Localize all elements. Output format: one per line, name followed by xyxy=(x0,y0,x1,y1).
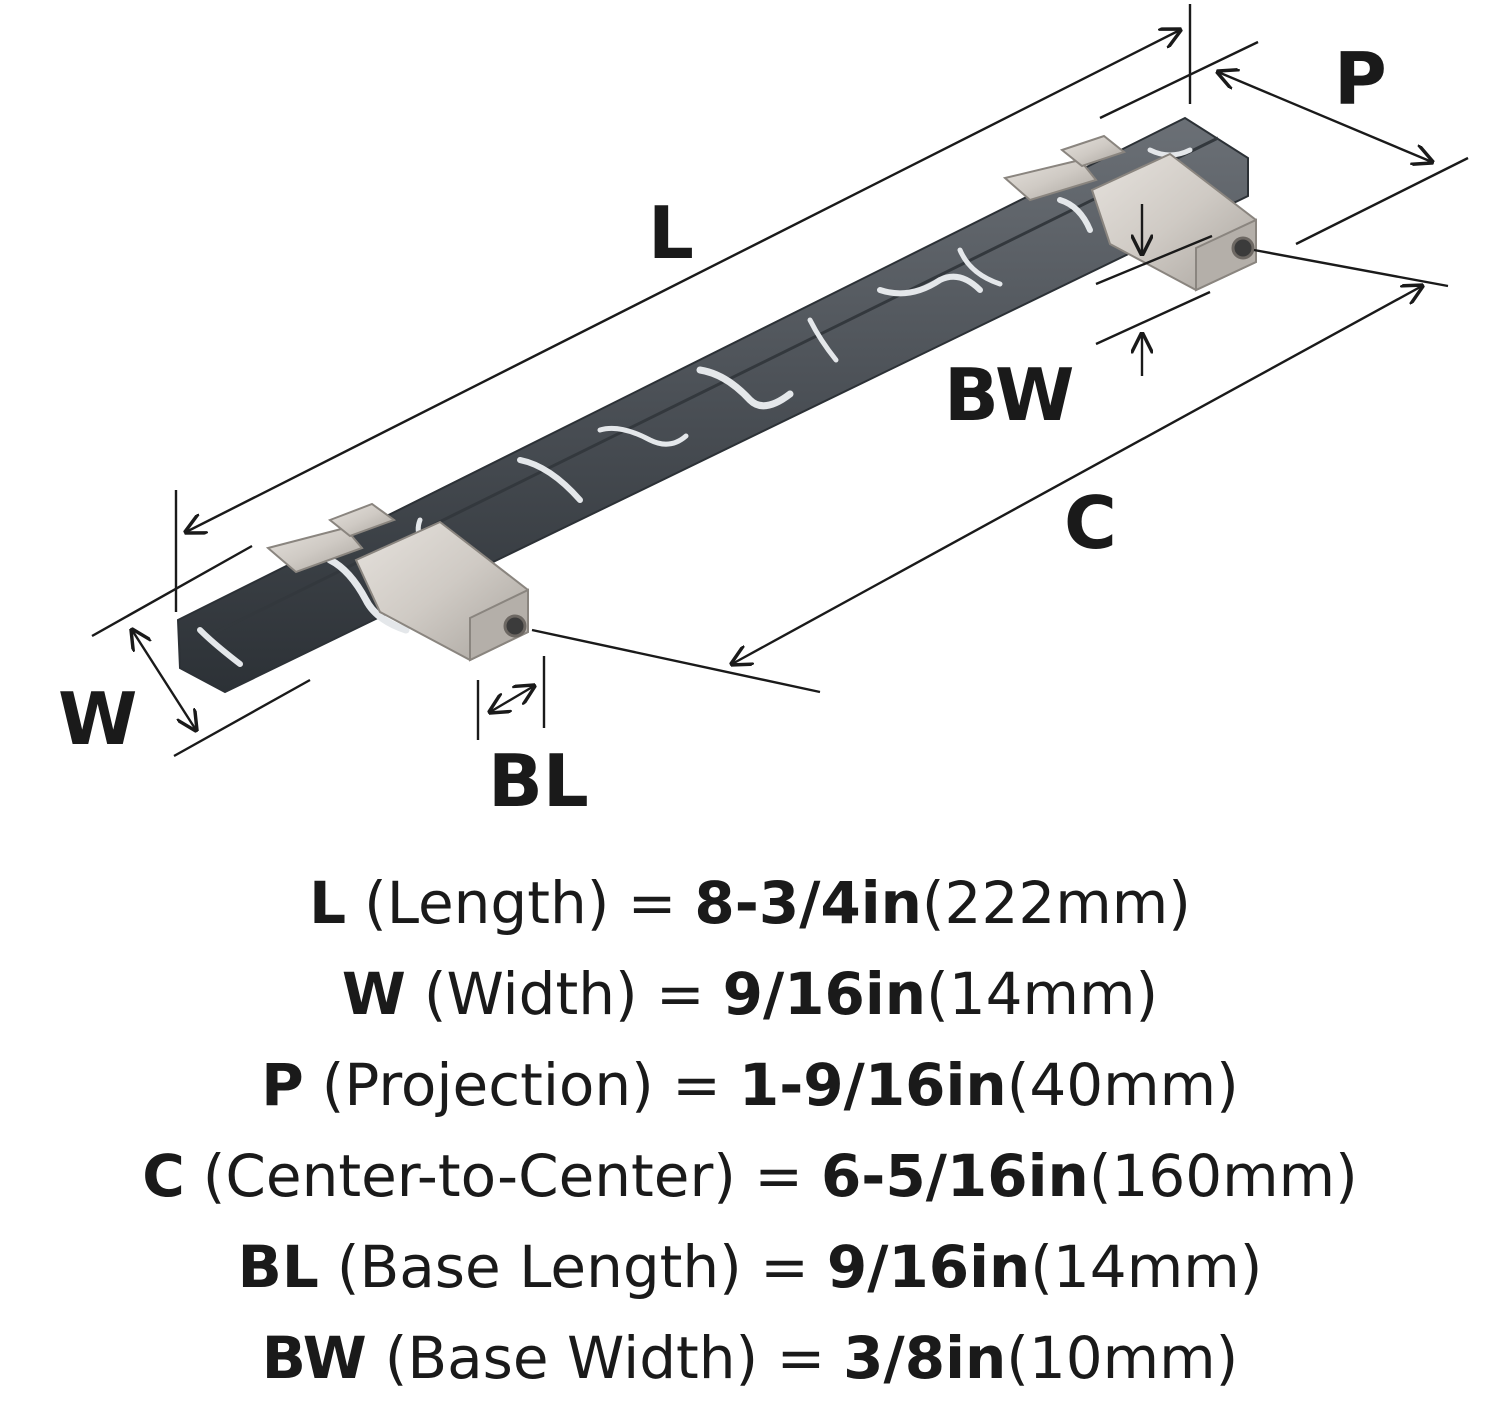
spec-imperial: 1-9/16in xyxy=(738,1051,1007,1119)
label-P: P xyxy=(1334,37,1387,121)
base-length-dimension-line xyxy=(490,686,534,712)
spec-row-center-to-center: C (Center-to-Center) = 6-5/16in (160mm) xyxy=(0,1131,1500,1222)
spec-row-projection: P (Projection) = 1-9/16in (40mm) xyxy=(0,1040,1500,1131)
handle-bar xyxy=(176,116,1249,694)
spec-desc: (Projection) = xyxy=(321,1051,721,1119)
spec-abbr: C xyxy=(142,1142,185,1210)
spec-abbr: BW xyxy=(261,1324,367,1392)
spec-desc: (Length) = xyxy=(364,869,677,937)
spec-abbr: BL xyxy=(237,1233,319,1301)
spec-metric: (40mm) xyxy=(1006,1051,1239,1119)
left-post-screw-hole xyxy=(503,614,527,638)
spec-imperial: 8-3/4in xyxy=(694,869,922,937)
spec-abbr: P xyxy=(261,1051,304,1119)
spec-row-base-length: BL (Base Length) = 9/16in (14mm) xyxy=(0,1222,1500,1313)
spec-imperial: 6-5/16in xyxy=(820,1142,1089,1210)
spec-row-length: L (Length) = 8-3/4in (222mm) xyxy=(0,858,1500,949)
handle-bar-body xyxy=(176,116,1249,694)
width-dimension-line xyxy=(132,630,196,730)
right-post-screw-hole xyxy=(1231,236,1255,260)
spec-row-base-width: BW (Base Width) = 3/8in (10mm) xyxy=(0,1313,1500,1404)
dimension-specifications: L (Length) = 8-3/4in (222mm) W (Width) =… xyxy=(0,858,1500,1404)
spec-imperial: 9/16in xyxy=(722,960,927,1028)
pull-handle-dimension-diagram: L W P C BL BW xyxy=(58,4,1469,823)
label-L: L xyxy=(648,191,694,275)
spec-desc: (Center-to-Center) = xyxy=(202,1142,803,1210)
spec-imperial: 9/16in xyxy=(826,1233,1031,1301)
spec-abbr: W xyxy=(341,960,406,1028)
spec-metric: (10mm) xyxy=(1006,1324,1239,1392)
center-to-center-dimension-line xyxy=(732,286,1422,664)
spec-desc: (Width) = xyxy=(423,960,705,1028)
spec-abbr: L xyxy=(309,869,347,937)
spec-metric: (14mm) xyxy=(926,960,1159,1028)
spec-desc: (Base Width) = xyxy=(384,1324,826,1392)
label-BW: BW xyxy=(944,353,1074,437)
label-W: W xyxy=(58,677,137,761)
spec-desc: (Base Length) = xyxy=(336,1233,809,1301)
spec-imperial: 3/8in xyxy=(843,1324,1007,1392)
spec-metric: (14mm) xyxy=(1030,1233,1263,1301)
spec-metric: (222mm) xyxy=(921,869,1191,937)
spec-metric: (160mm) xyxy=(1088,1142,1358,1210)
spec-row-width: W (Width) = 9/16in (14mm) xyxy=(0,949,1500,1040)
length-dimension-line xyxy=(186,30,1180,532)
dimension-lines xyxy=(91,4,1469,758)
label-C: C xyxy=(1064,481,1117,565)
label-BL: BL xyxy=(488,739,589,823)
projection-dimension-line xyxy=(1218,72,1432,162)
